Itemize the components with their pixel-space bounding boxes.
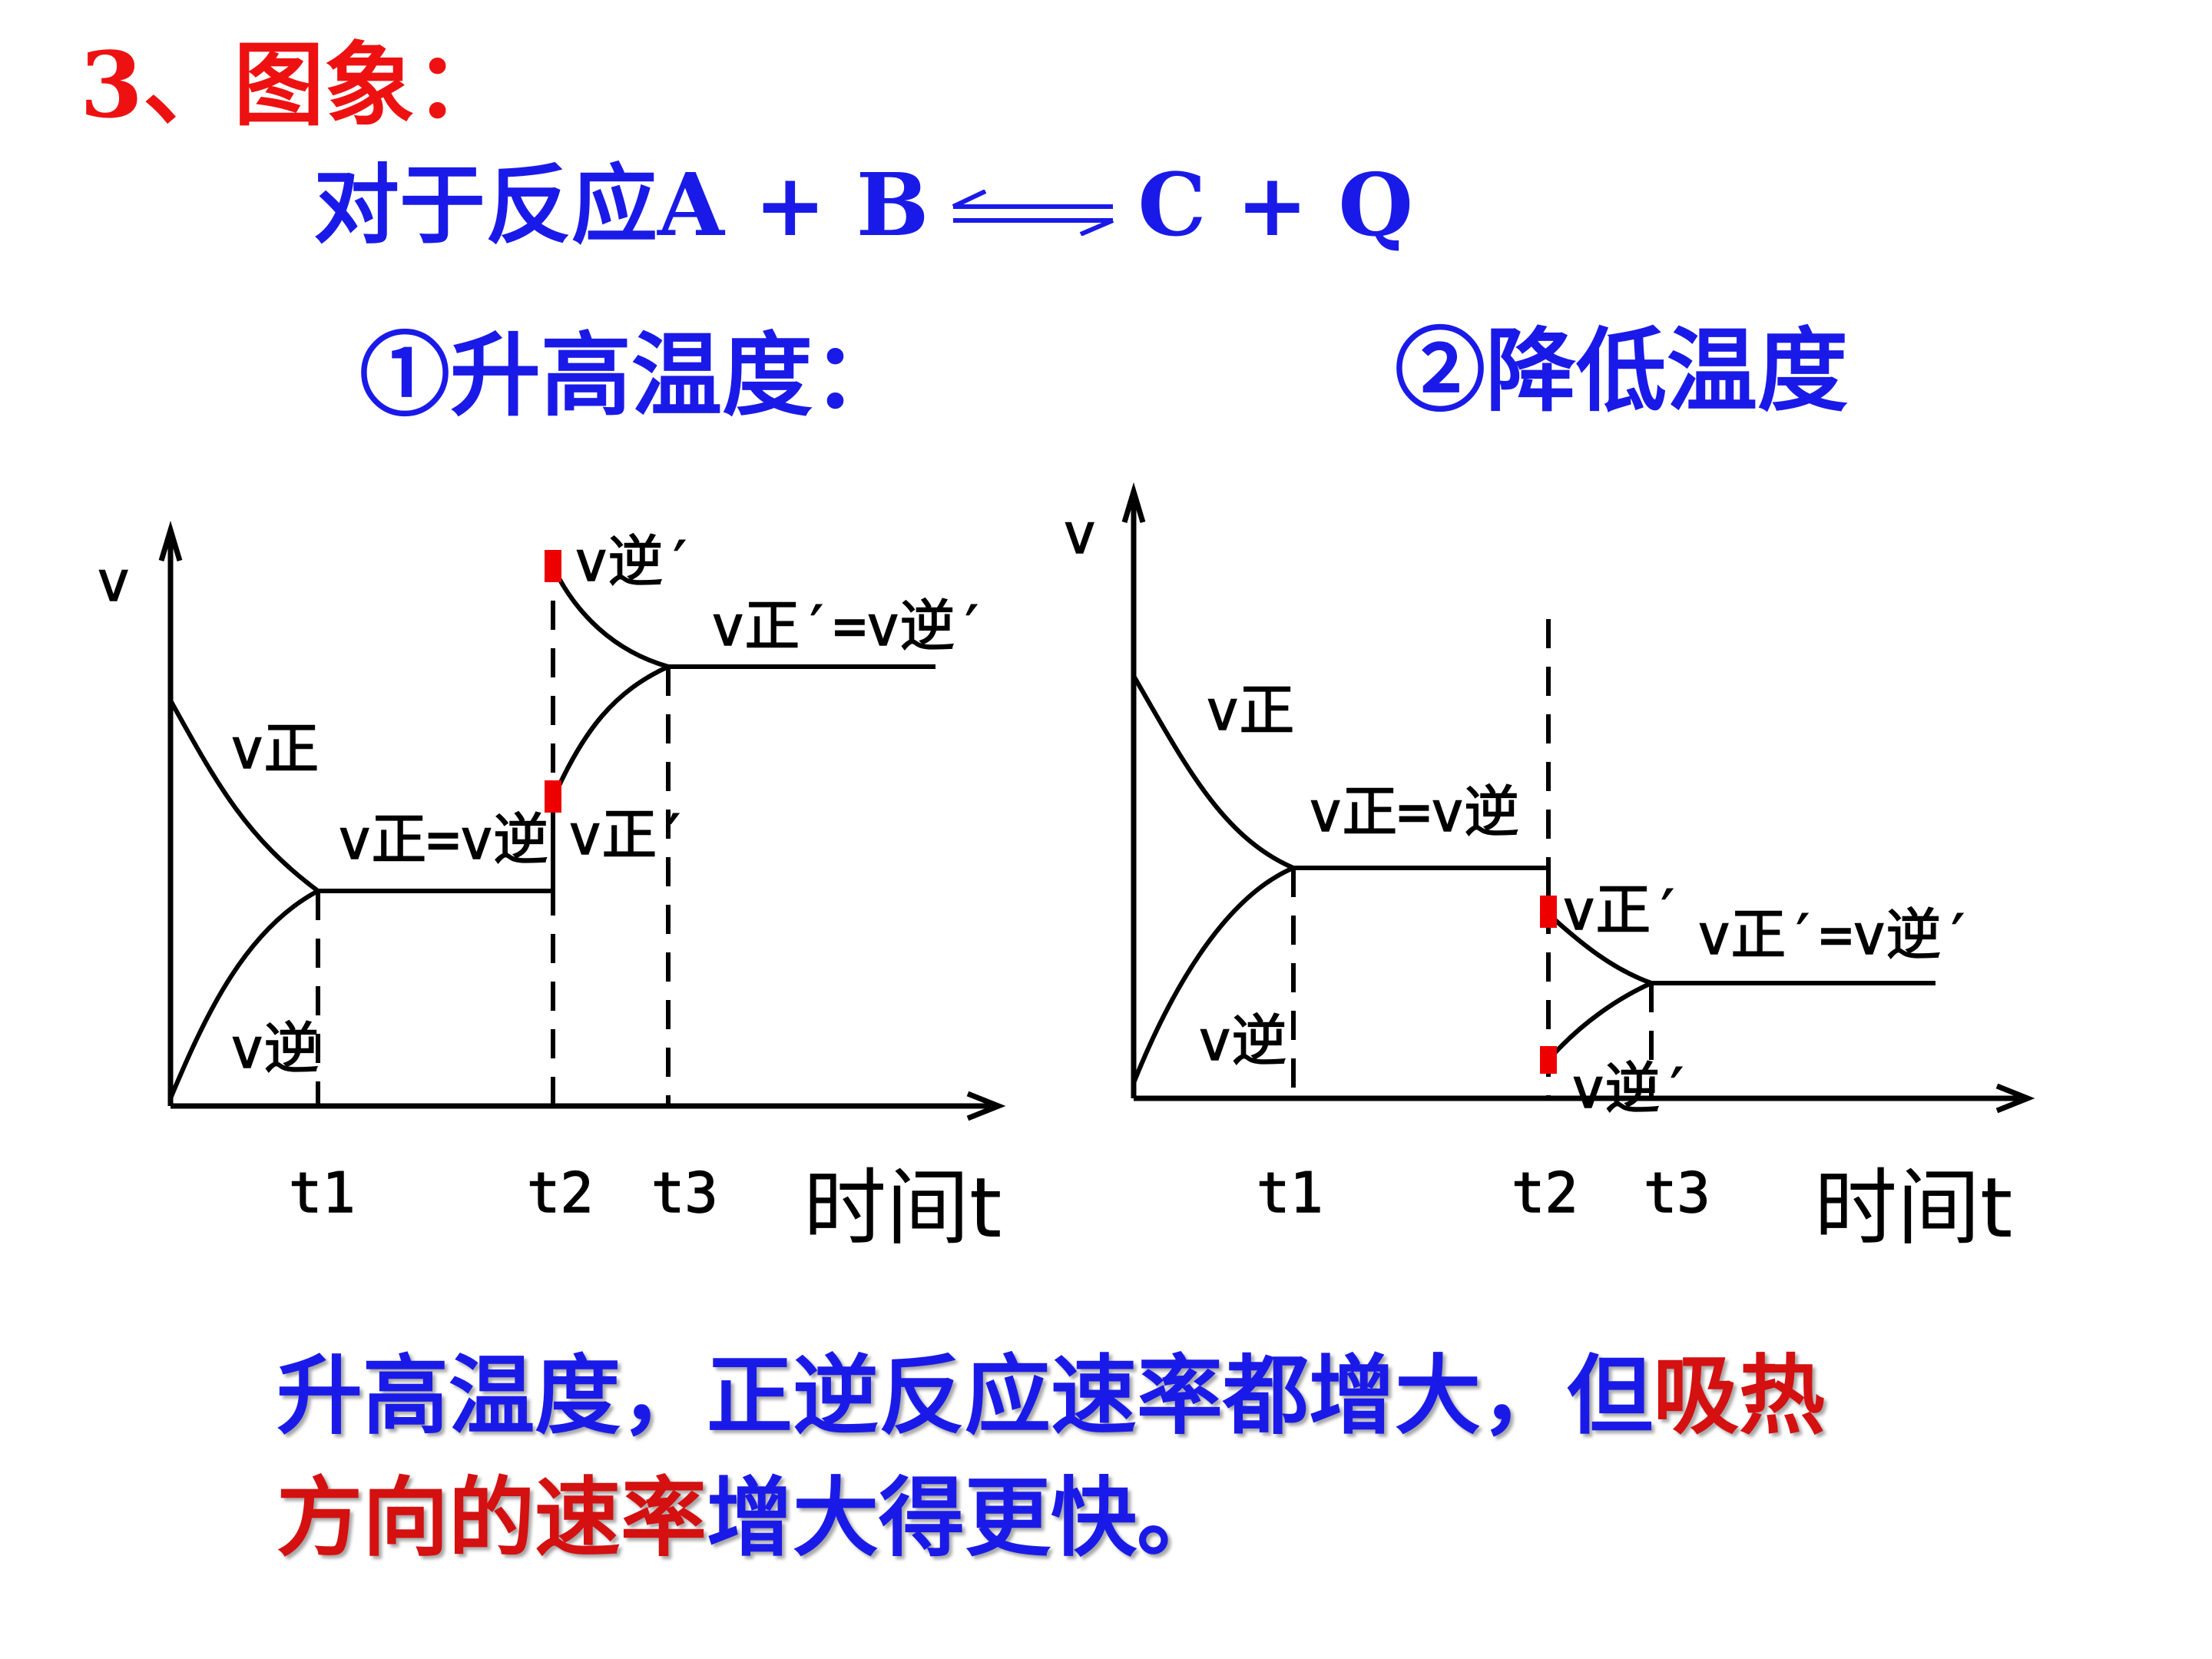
graph2-forward-new-label: v正′ (1562, 878, 1684, 942)
graph2-reverse-new-curve (1546, 981, 1653, 1061)
graph2-forward-label: v正 (1206, 678, 1294, 743)
graph1-tick-t1: t1 (289, 1161, 356, 1225)
graph2-tick-t3: t3 (1644, 1161, 1710, 1225)
graph1-forward-label: v正 (230, 717, 319, 781)
graph1-t-arrow-icon (966, 1091, 1006, 1121)
graph1-axes (158, 520, 1006, 1121)
graph2-forward-curve (1131, 674, 1295, 870)
conclusion-part3: 方向的速率 (276, 1468, 707, 1569)
heading-raise-temperature: ①升高温度： (359, 322, 904, 429)
graph2-dashed-lines (1291, 619, 1654, 1098)
graph1-reverse-new-label: v逆′ (575, 529, 697, 594)
graph2-marker-forward (1540, 896, 1557, 928)
graph1-forward-new-curve (551, 664, 670, 800)
graph2-v-arrow-icon (1121, 482, 1146, 524)
graph1-equal-label: v正=v逆 (338, 807, 548, 872)
graph2-reverse-curve (1131, 866, 1295, 1084)
graph2-marker-reverse (1540, 1046, 1557, 1074)
graph2-forward-new-curve (1546, 912, 1653, 985)
conclusion-part2: 吸热 (1653, 1346, 1825, 1446)
graph1-reverse-curve (168, 889, 320, 1100)
graph2-axes (1121, 482, 2035, 1114)
conclusion-text: 升高温度，正逆反应速率都增大，但吸热方向的速率增大得更快。 (276, 1335, 1825, 1579)
conclusion-part4: 增大得更快。 (707, 1468, 1223, 1569)
graph1-reverse-new-curve (551, 565, 669, 669)
graph1-forward-new-label: v正′ (568, 803, 690, 867)
graph1-v-label: v (97, 549, 130, 614)
graph1-equal-new-label: v正′=v逆′ (711, 594, 988, 658)
conclusion-part1: 升高温度，正逆反应速率都增大，但 (276, 1346, 1653, 1446)
equilibrium-arrow-icon (952, 189, 1114, 236)
graph2-equal-label: v正=v逆 (1309, 780, 1519, 844)
reaction-prefix: 对于反应 (313, 155, 657, 256)
graph2-time-axis-label: 时间t (1814, 1161, 2012, 1257)
graph1-time-axis-label: 时间t (803, 1161, 1002, 1257)
graph1-marker-reverse (545, 550, 561, 582)
reaction-reactants: A + B (657, 155, 929, 256)
graph1-curves (168, 565, 935, 1100)
graph2-t-arrow-icon (1995, 1083, 2035, 1114)
graph1-v-arrow-icon (158, 520, 183, 562)
graph1-forward-curve (168, 699, 320, 893)
graph2-reverse-new-label: v逆′ (1571, 1056, 1694, 1121)
graph2-tick-t2: t2 (1512, 1161, 1578, 1225)
graph2-tick-t1: t1 (1257, 1161, 1323, 1225)
graph2-reverse-label: v逆 (1198, 1008, 1286, 1073)
graph2-curves (1131, 674, 1936, 1084)
graph1-reverse-label: v逆 (230, 1016, 319, 1081)
graph2-v-label: v (1063, 502, 1096, 566)
graph1-tick-t2: t2 (527, 1161, 594, 1225)
graph1-tick-t3: t3 (651, 1161, 718, 1225)
heading-lower-temperature: ②降低温度 (1395, 317, 1849, 424)
slide-title: 3、图象： (80, 31, 506, 138)
reaction-products: C + Q (1137, 155, 1413, 256)
graph2-equal-new-label: v正′=v逆′ (1697, 902, 1975, 967)
graph1-dashed-lines (316, 553, 671, 1106)
graph1-marker-forward (545, 780, 561, 813)
